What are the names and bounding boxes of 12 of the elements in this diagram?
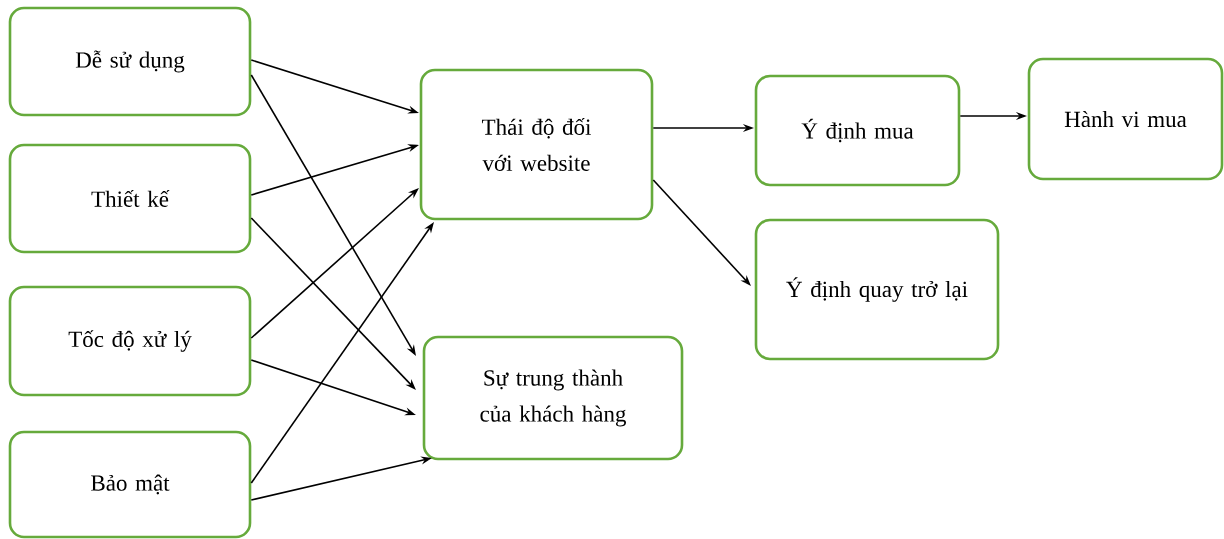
concept-box: Bảo mật xyxy=(8,430,252,539)
concept-box: Ý định mua xyxy=(754,74,961,187)
concept-box: Dễ sử dụng xyxy=(8,6,252,117)
arrow xyxy=(652,179,751,286)
concept-box: Thái độ đối với website xyxy=(419,68,654,221)
arrow xyxy=(250,217,416,390)
concept-box: Ý định quay trở lại xyxy=(754,218,1000,361)
concept-box: Hành vi mua xyxy=(1027,57,1224,181)
concept-box: Sự trung thành của khách hàng xyxy=(422,335,684,461)
concept-box: Tốc độ xử lý xyxy=(8,285,252,397)
concept-box: Thiết kế xyxy=(8,143,252,254)
arrow xyxy=(250,188,419,339)
